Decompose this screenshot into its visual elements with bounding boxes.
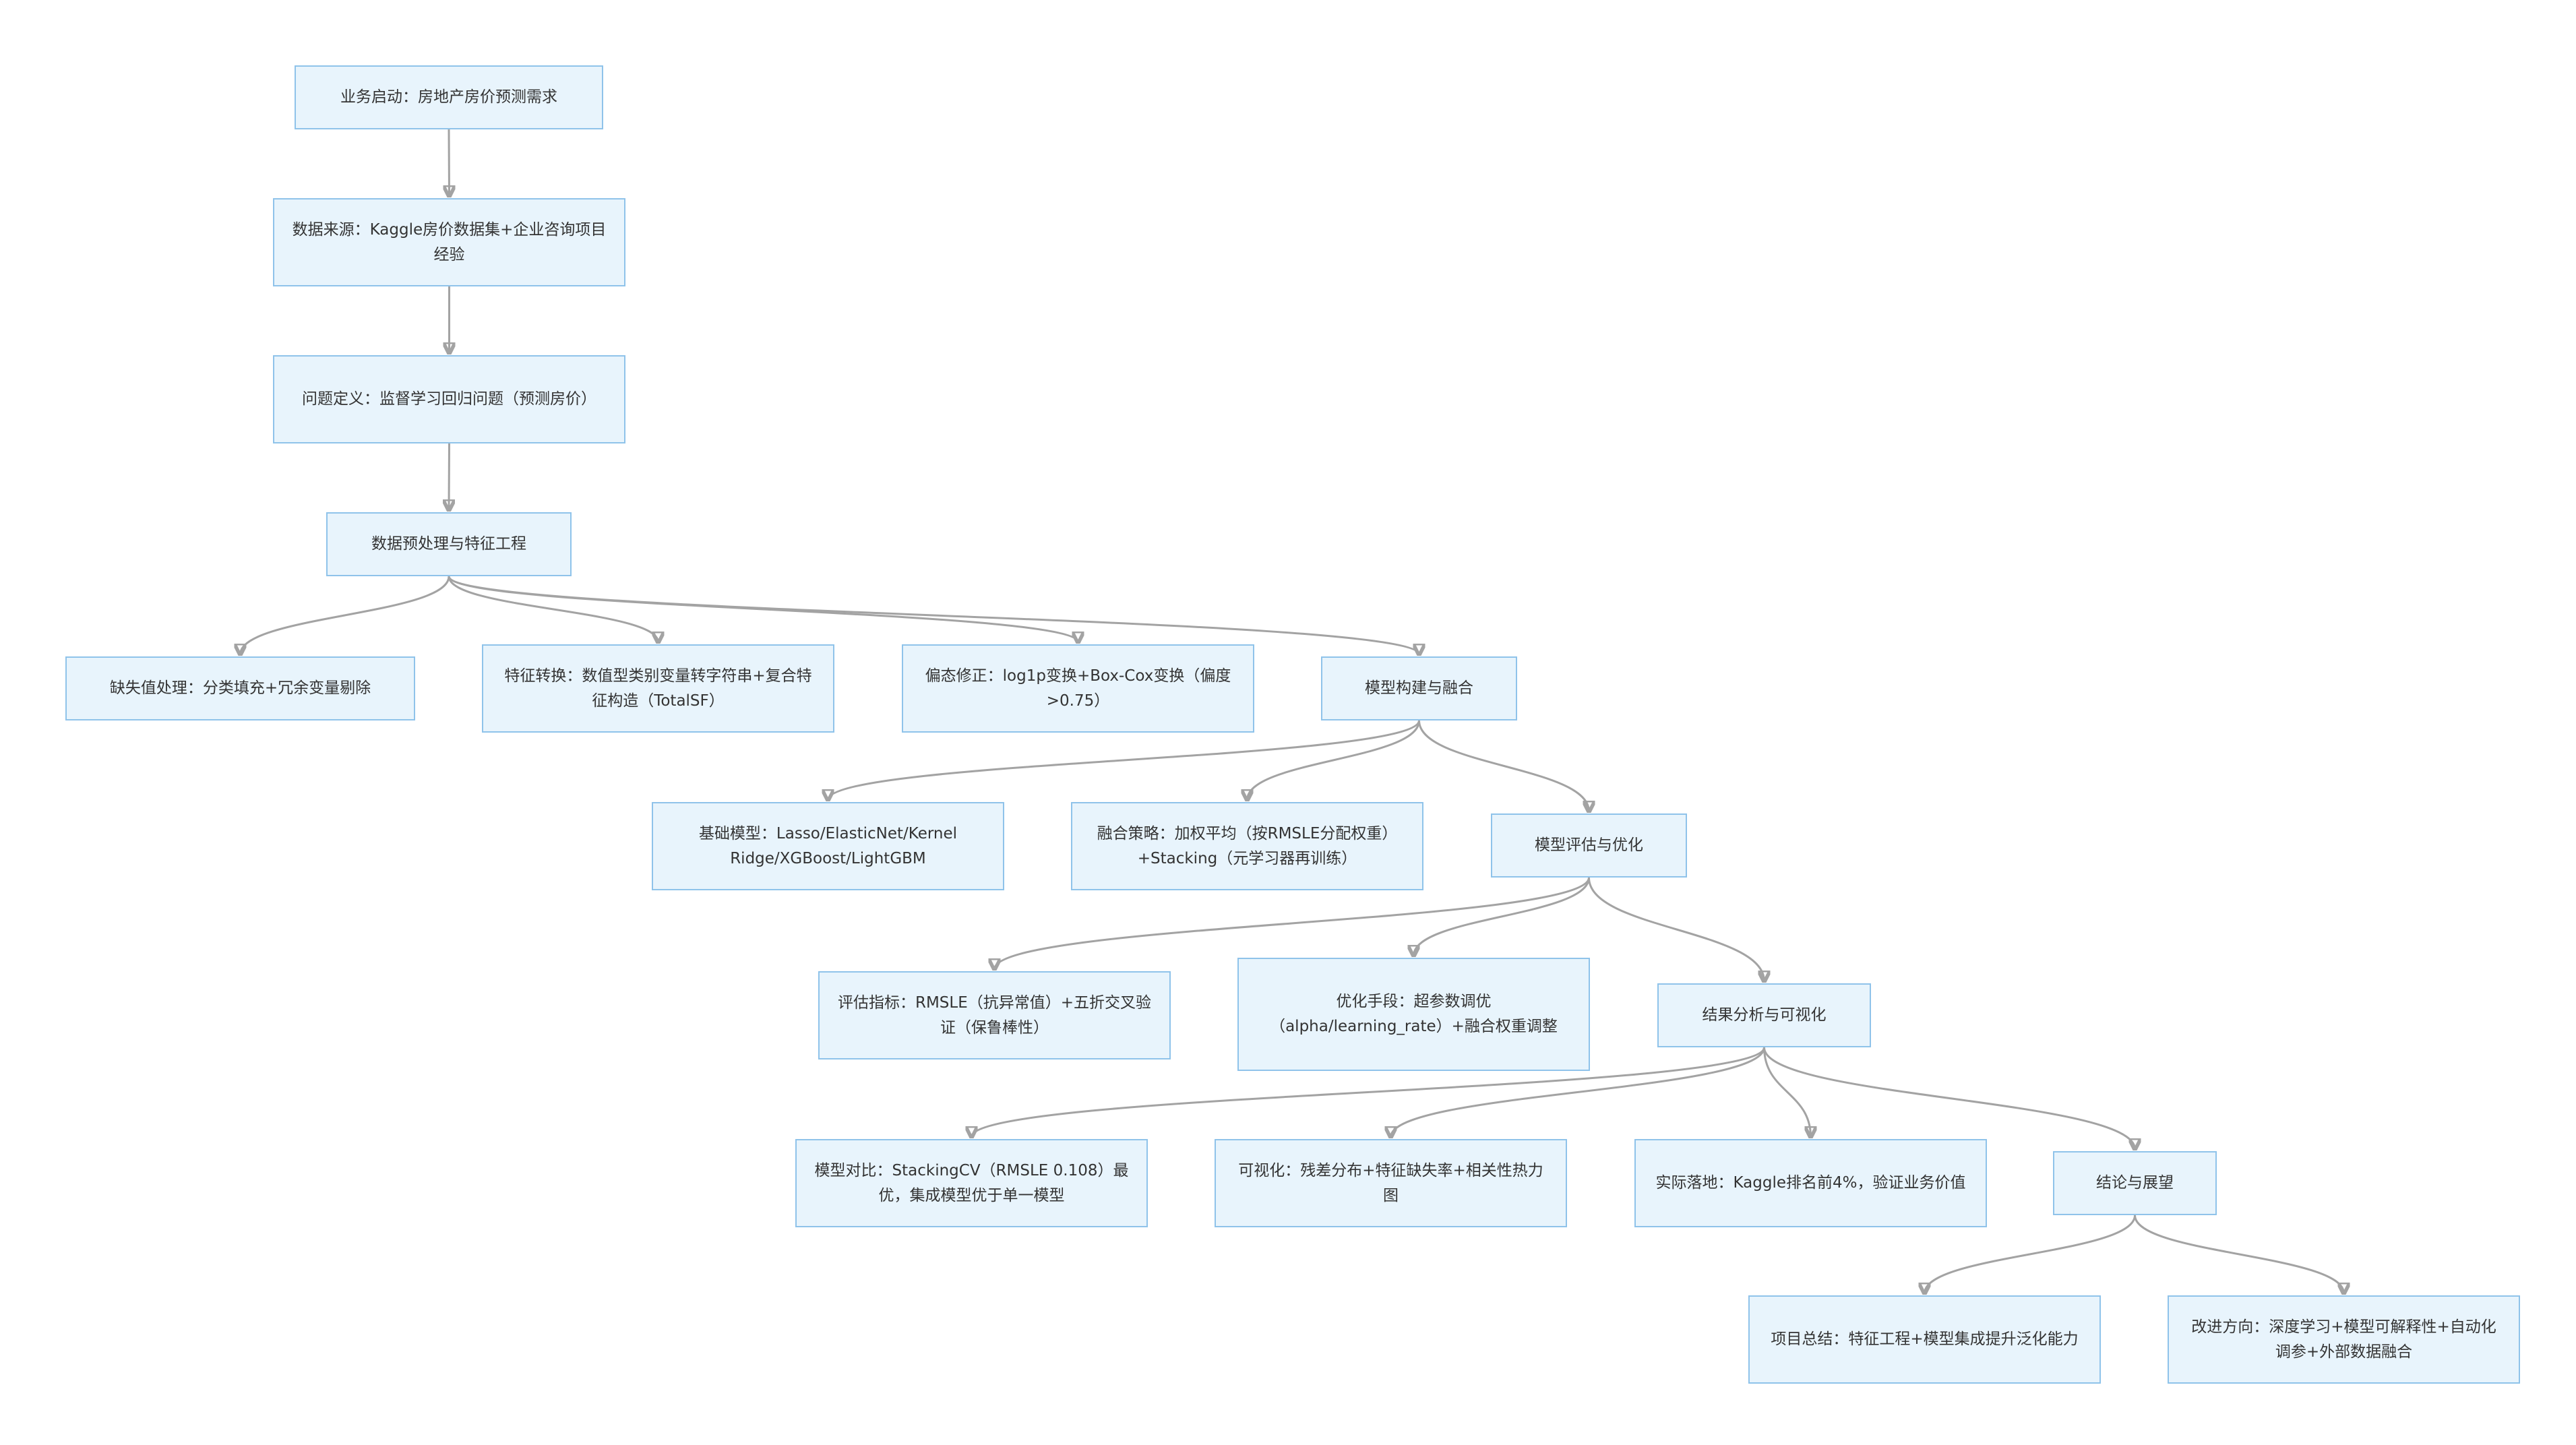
connector-n4-n5 — [241, 576, 450, 654]
node-business-start-label: 业务启动：房地产房价预测需求 — [340, 88, 557, 106]
node-model-building: 模型构建与融合 — [1321, 656, 1517, 720]
node-visualization: 可视化：残差分布+特征缺失率+相关性热力图 — [1215, 1139, 1567, 1227]
node-skew-correction: 偏态修正：log1p变换+Box-Cox变换（偏度>0.75） — [902, 644, 1254, 733]
node-results-analysis: 结果分析与可视化 — [1657, 983, 1871, 1047]
node-data-source-label: 数据来源：Kaggle房价数据集+企业咨询项目经验 — [292, 220, 607, 264]
connector-n3-n4 — [449, 443, 450, 510]
node-optimization-label: 优化手段：超参数调优（alpha/learning_rate）+融合权重调整 — [1270, 993, 1558, 1035]
node-deployment-label: 实际落地：Kaggle排名前4%，验证业务价值 — [1655, 1174, 1966, 1192]
node-feature-transform-label: 特征转换：数值型类别变量转字符串+复合特征构造（TotalSF） — [504, 667, 812, 710]
node-conclusion: 结论与展望 — [2053, 1151, 2217, 1215]
node-skew-correction-label: 偏态修正：log1p变换+Box-Cox变换（偏度>0.75） — [925, 667, 1231, 710]
node-eval-metrics: 评估指标：RMSLE（抗异常值）+五折交叉验证（保鲁棒性） — [818, 971, 1171, 1059]
node-model-comparison: 模型对比：StackingCV（RMSLE 0.108）最优，集成模型优于单一模… — [795, 1139, 1148, 1227]
node-conclusion-label: 结论与展望 — [2096, 1174, 2174, 1192]
node-business-start: 业务启动：房地产房价预测需求 — [295, 65, 603, 129]
node-visualization-label: 可视化：残差分布+特征缺失率+相关性热力图 — [1238, 1161, 1543, 1204]
connector-n8-n9 — [828, 720, 1420, 800]
node-project-summary: 项目总结：特征工程+模型集成提升泛化能力 — [1748, 1295, 2101, 1384]
connector-n11-n14 — [1588, 877, 1765, 981]
node-data-source: 数据来源：Kaggle房价数据集+企业咨询项目经验 — [273, 198, 625, 286]
node-problem-definition-label: 问题定义：监督学习回归问题（预测房价） — [302, 390, 596, 408]
connector-n4-n6 — [448, 576, 658, 642]
connector-n14-n17 — [1763, 1047, 1811, 1137]
node-evaluation-label: 模型评估与优化 — [1535, 836, 1643, 854]
connector-n18-n19 — [1925, 1215, 2136, 1293]
node-project-summary-label: 项目总结：特征工程+模型集成提升泛化能力 — [1771, 1330, 2079, 1348]
node-problem-definition: 问题定义：监督学习回归问题（预测房价） — [273, 355, 625, 443]
connector-n18-n20 — [2134, 1215, 2344, 1293]
node-improvement-direction-label: 改进方向：深度学习+模型可解释性+自动化调参+外部数据融合 — [2191, 1318, 2496, 1361]
connector-n4-n7 — [448, 576, 1078, 642]
node-evaluation: 模型评估与优化 — [1491, 813, 1687, 878]
node-missing-values: 缺失值处理：分类填充+冗余变量剔除 — [65, 656, 415, 720]
connector-n8-n10 — [1248, 720, 1420, 800]
connector-n1-n2 — [449, 129, 450, 196]
connector-n14-n18 — [1763, 1047, 2135, 1149]
node-base-models-label: 基础模型：Lasso/ElasticNet/Kernel Ridge/XGBoo… — [698, 824, 958, 867]
node-improvement-direction: 改进方向：深度学习+模型可解释性+自动化调参+外部数据融合 — [2168, 1295, 2520, 1384]
node-fusion-strategy-label: 融合策略：加权平均（按RMSLE分配权重）+Stacking（元学习器再训练） — [1097, 824, 1398, 867]
node-eval-metrics-label: 评估指标：RMSLE（抗异常值）+五折交叉验证（保鲁棒性） — [837, 993, 1152, 1037]
node-fusion-strategy: 融合策略：加权平均（按RMSLE分配权重）+Stacking（元学习器再训练） — [1071, 802, 1423, 890]
connector-n11-n13 — [1414, 877, 1590, 956]
connector-n14-n15 — [972, 1047, 1765, 1137]
node-preprocessing-label: 数据预处理与特征工程 — [371, 535, 526, 553]
node-results-analysis-label: 结果分析与可视化 — [1702, 1006, 1827, 1024]
node-optimization: 优化手段：超参数调优（alpha/learning_rate）+融合权重调整 — [1237, 958, 1590, 1071]
connector-n14-n16 — [1391, 1047, 1765, 1137]
connector-n4-n8 — [448, 576, 1419, 654]
node-deployment: 实际落地：Kaggle排名前4%，验证业务价值 — [1634, 1139, 1987, 1227]
node-model-comparison-label: 模型对比：StackingCV（RMSLE 0.108）最优，集成模型优于单一模… — [814, 1161, 1129, 1204]
node-missing-values-label: 缺失值处理：分类填充+冗余变量剔除 — [109, 679, 371, 697]
node-preprocessing: 数据预处理与特征工程 — [326, 512, 572, 576]
node-base-models: 基础模型：Lasso/ElasticNet/Kernel Ridge/XGBoo… — [652, 802, 1004, 890]
connector-n11-n12 — [995, 877, 1590, 969]
node-model-building-label: 模型构建与融合 — [1365, 679, 1473, 697]
connector-n8-n11 — [1418, 720, 1589, 811]
node-feature-transform: 特征转换：数值型类别变量转字符串+复合特征构造（TotalSF） — [482, 644, 834, 733]
